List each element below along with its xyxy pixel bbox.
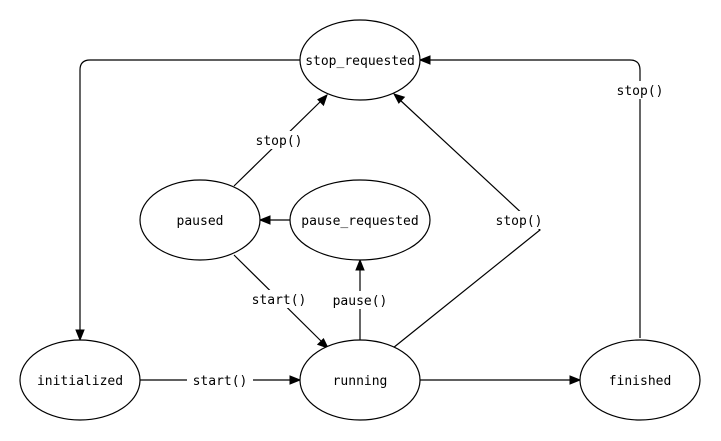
svg-text:start(): start() [252,293,307,308]
svg-text:pause(): pause() [333,294,388,309]
state-initialized: initialized [19,339,141,421]
svg-text:running: running [333,374,388,389]
state-pause-requested: pause_requested [289,179,431,261]
label-running-pause: pause() [327,291,393,309]
svg-text:initialized: initialized [37,374,123,389]
svg-text:stop(): stop() [617,84,664,99]
edge-running-to-stop-requested [392,93,541,349]
edge-running-to-finished [420,375,582,385]
state-running: running [299,339,421,421]
label-paused-start: start() [247,290,311,308]
svg-text:pause_requested: pause_requested [301,214,418,229]
state-paused: paused [139,179,261,261]
svg-text:paused: paused [177,214,224,229]
label-paused-stop: stop() [252,131,306,149]
label-finished-stop: stop() [612,81,668,99]
svg-text:finished: finished [609,374,672,389]
svg-text:start(): start() [193,374,248,389]
state-finished: finished [579,339,701,421]
svg-text:stop(): stop() [256,134,303,149]
edge-stop-requested-to-initialized [75,59,300,342]
svg-text:stop_requested: stop_requested [305,54,415,69]
label-running-stop: stop() [492,211,546,229]
label-initialized-start: start() [187,371,253,389]
svg-text:stop(): stop() [496,214,543,229]
state-stop-requested: stop_requested [299,19,421,101]
edge-pause-requested-to-paused [258,215,290,225]
edge-finished-to-stop-requested [418,55,641,338]
